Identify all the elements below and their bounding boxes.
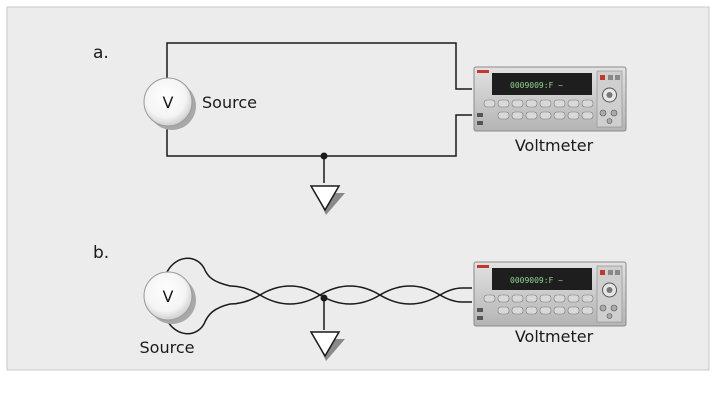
twisted-pair-icon <box>229 285 472 305</box>
voltmeter-icon <box>473 66 627 132</box>
panel-b-source-label: Source <box>140 338 195 357</box>
panel-b-source-symbol: V <box>163 287 174 306</box>
panel-b-meter-label: Voltmeter <box>515 327 594 346</box>
panel-b-junction-dot <box>320 294 328 302</box>
panel-b-wire-1 <box>229 285 472 305</box>
voltage-source-icon <box>143 77 196 130</box>
ground-symbol-icon <box>309 331 345 361</box>
panel-a-bottom-wire <box>166 114 472 157</box>
panel-b-label: b. <box>93 243 109 263</box>
panel-b-wire-2 <box>229 285 472 305</box>
panel-a-top-wire <box>166 42 472 90</box>
ground-symbol-icon <box>309 185 345 215</box>
panel-b-top-loop <box>166 257 231 287</box>
panel-a-source-label: Source <box>202 93 257 112</box>
panel-b-bottom-loop <box>166 303 231 335</box>
panel-a-meter-label: Voltmeter <box>515 136 594 155</box>
panel-a-source-symbol: V <box>163 93 174 112</box>
voltage-source-icon <box>143 271 196 324</box>
panel-a-label: a. <box>93 43 109 63</box>
panel-a-junction-dot <box>320 152 328 160</box>
voltmeter-icon <box>473 261 627 327</box>
